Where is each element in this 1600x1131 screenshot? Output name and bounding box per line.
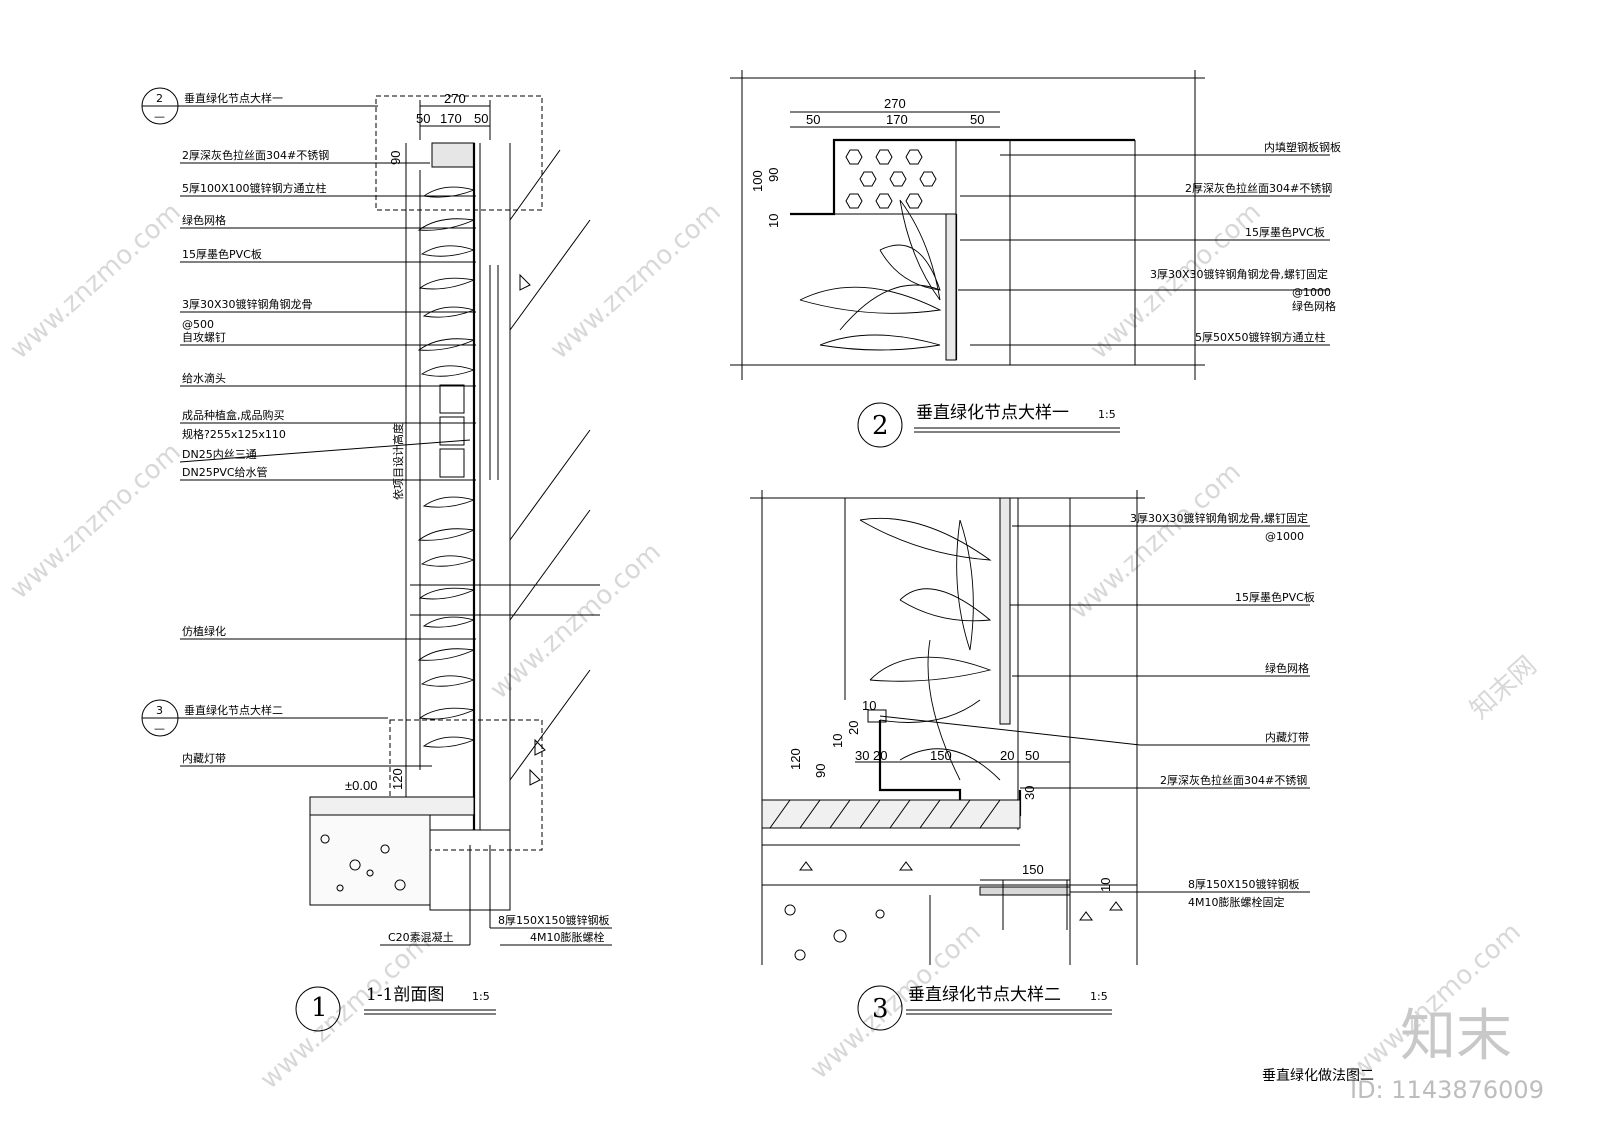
detail-1-labels: 2厚深灰色拉丝面304#不锈钢 5厚100X100镀锌钢方通立柱 绿色网格 15… <box>179 148 476 767</box>
label-5: 3厚30X30镀锌钢角钢龙骨 <box>182 297 313 311</box>
detail-title: 1-1剖面图 <box>366 985 444 1005</box>
dim-10: 10 <box>862 698 876 713</box>
watermark-text: www.znzmo.com <box>5 197 187 365</box>
watermark-text: www.znzmo.com <box>485 537 667 705</box>
label-4: 3厚30X30镀锌钢角钢龙骨,螺钉固定 <box>1150 267 1328 281</box>
dim-b: 170 <box>886 112 908 127</box>
dim-10b: 10 <box>830 734 845 748</box>
dim-50: 50 <box>1025 748 1039 763</box>
detail-title: 垂直绿化节点大样一 <box>916 403 1069 423</box>
watermark-id: ID: 1143876009 <box>1350 1076 1544 1104</box>
dim-30: 30 <box>855 748 869 763</box>
dim-c: 50 <box>970 112 984 127</box>
watermark-text: www.znzmo.com <box>255 927 437 1095</box>
label-3: 15厚墨色PVC板 <box>1245 225 1325 239</box>
detail-scale: 1:5 <box>472 990 490 1003</box>
ref-bubble-top: 2 — 垂直绿化节点大样一 <box>141 87 378 125</box>
detail-2-section: 270 50 170 50 100 90 10 内填塑钢板钢板 2厚深灰色拉丝面… <box>730 70 1341 448</box>
label-1: 内填塑钢板钢板 <box>1264 140 1341 154</box>
label-3: 15厚墨色PVC板 <box>1235 590 1315 604</box>
label-7: 8厚150X150镀锌钢板 <box>1188 877 1300 891</box>
watermark-text: www.znzmo.com <box>5 437 187 605</box>
detail-title: 垂直绿化节点大样二 <box>908 985 1061 1005</box>
sheet-title: 垂直绿化做法图二 <box>1262 1067 1374 1084</box>
label-7: 5厚50X50镀锌钢方通立柱 <box>1195 330 1326 344</box>
dim-90: 90 <box>813 764 828 778</box>
dim-120: 120 <box>788 748 803 770</box>
ref-bubble-num: 3 <box>156 704 163 717</box>
dim-30b: 30 <box>1022 786 1037 800</box>
dim-h-total: 100 <box>750 170 765 192</box>
label-2: @1000 <box>1265 530 1304 543</box>
label-11: DN25内丝三通 <box>182 447 257 461</box>
dim-total: 270 <box>884 96 906 111</box>
ref-bubble-text: 垂直绿化节点大样一 <box>184 91 283 105</box>
dim-c: 50 <box>474 111 488 126</box>
dim-h2: 120 <box>390 768 405 790</box>
label-1: 2厚深灰色拉丝面304#不锈钢 <box>182 148 329 162</box>
detail-2-labels: 内填塑钢板钢板 2厚深灰色拉丝面304#不锈钢 15厚墨色PVC板 3厚30X3… <box>958 140 1341 346</box>
label-8: 给水滴头 <box>182 371 226 385</box>
label-2: 2厚深灰色拉丝面304#不锈钢 <box>1185 181 1332 195</box>
dim-20b: 20 <box>873 748 887 763</box>
detail-number: 3 <box>872 994 889 1024</box>
ref-bubble-bottom: 3 — 垂直绿化节点大样二 <box>141 699 388 737</box>
label-4: 15厚墨色PVC板 <box>182 247 262 261</box>
dim-20c: 20 <box>1000 748 1014 763</box>
label-12: DN25PVC给水管 <box>182 465 268 479</box>
detail-number: 1 <box>311 993 328 1023</box>
detail-3-labels: 3厚30X30镀锌钢角钢龙骨,螺钉固定 @1000 15厚墨色PVC板 绿色网格… <box>879 511 1315 909</box>
detail-1-section: 2 — 垂直绿化节点大样一 270 50 170 50 90 <box>141 87 612 1032</box>
label-plate: 8厚150X150镀锌钢板 <box>498 913 610 927</box>
watermark-logo: 知末 <box>1400 1004 1512 1069</box>
detail-3-section: 10 20 10 120 90 30 20 150 20 50 30 150 1… <box>750 490 1315 1031</box>
dim-h1: 90 <box>766 168 781 182</box>
label-6: 2厚深灰色拉丝面304#不锈钢 <box>1160 773 1307 787</box>
detail-number: 2 <box>872 411 889 441</box>
vertical-height-label: 依项目设计高度 <box>391 423 405 500</box>
watermark-brand: 知末网 <box>1465 651 1543 725</box>
level-mark: ±0.00 <box>345 778 377 793</box>
label-14: 内藏灯带 <box>182 751 226 765</box>
plant-leaves <box>417 186 475 748</box>
dim-h2: 10 <box>766 214 781 228</box>
dim-total: 270 <box>444 91 466 106</box>
dim-150b: 150 <box>1022 862 1044 877</box>
label-bolt: 4M10膨胀螺栓 <box>530 930 605 944</box>
dim-h1: 90 <box>388 151 403 165</box>
label-9: 成品种植盒,成品购买 <box>182 408 285 422</box>
dim-b: 170 <box>440 111 462 126</box>
label-8: 4M10膨胀螺栓固定 <box>1188 895 1285 909</box>
label-6: @500 <box>182 318 214 331</box>
label-4: 绿色网格 <box>1265 661 1309 675</box>
label-1: 3厚30X30镀锌钢角钢龙骨,螺钉固定 <box>1130 511 1308 525</box>
label-10: 规格?255x125x110 <box>182 427 286 441</box>
dim-a: 50 <box>416 111 430 126</box>
dim-a: 50 <box>806 112 820 127</box>
watermark-text: www.znzmo.com <box>1065 457 1247 625</box>
label-5: 内藏灯带 <box>1265 730 1309 744</box>
dim-10c: 10 <box>1098 878 1113 892</box>
label-5: @1000 <box>1292 286 1331 299</box>
ref-bubble-num: 2 <box>156 92 163 105</box>
watermark-text: www.znzmo.com <box>545 197 727 365</box>
label-3: 绿色网格 <box>182 213 226 227</box>
detail-scale: 1:5 <box>1098 408 1116 421</box>
label-2: 5厚100X100镀锌钢方通立柱 <box>182 181 327 195</box>
ref-bubble-text: 垂直绿化节点大样二 <box>184 703 283 717</box>
label-concrete: C20素混凝土 <box>388 930 454 944</box>
label-6: 绿色网格 <box>1292 299 1336 313</box>
detail-scale: 1:5 <box>1090 990 1108 1003</box>
label-7: 自攻螺钉 <box>182 330 226 344</box>
label-13: 仿植绿化 <box>182 624 226 638</box>
ref-bubble-den: — <box>154 722 165 735</box>
dim-150: 150 <box>930 748 952 763</box>
ref-bubble-den: — <box>154 110 165 123</box>
dim-20: 20 <box>846 721 861 735</box>
